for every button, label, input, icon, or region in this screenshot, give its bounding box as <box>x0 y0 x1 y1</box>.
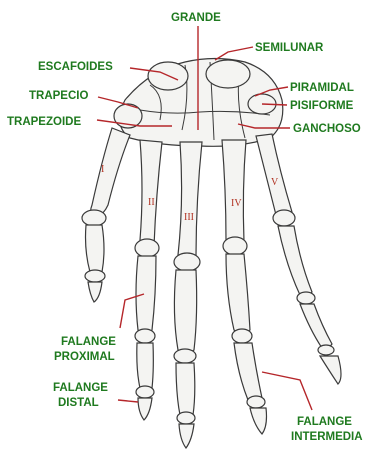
label-trapecio: TRAPECIO <box>29 90 88 102</box>
label-pisiforme: PISIFORME <box>290 100 354 112</box>
little-finger-bones <box>256 134 341 384</box>
numeral-iv: IV <box>231 198 242 209</box>
label-falange-intermedia-line1: FALANGE <box>297 416 352 428</box>
label-falange-distal-line1: FALANGE <box>53 382 108 394</box>
numeral-v: V <box>271 177 279 188</box>
label-semilunar: SEMILUNAR <box>255 42 324 54</box>
leader-falange-distal <box>118 400 138 402</box>
numeral-i: I <box>101 164 104 175</box>
numeral-iii: III <box>184 212 194 223</box>
label-escafoides: ESCAFOIDES <box>38 61 113 73</box>
thumb-bones <box>82 128 130 302</box>
label-falange-distal-line2: DISTAL <box>58 397 99 409</box>
leader-pisiforme <box>262 104 287 105</box>
leader-falange-intermedia <box>262 372 312 410</box>
label-piramidal: PIRAMIDAL <box>290 82 354 94</box>
hand-bones-illustration <box>82 59 341 449</box>
index-finger-bones <box>135 140 162 420</box>
label-falange-intermedia-line2: INTERMEDIA <box>291 431 363 443</box>
label-ganchoso: GANCHOSO <box>293 123 361 135</box>
label-trapezoide: TRAPEZOIDE <box>7 116 81 128</box>
label-falange-proximal-line1: FALANGE <box>61 336 116 348</box>
numeral-ii: II <box>148 197 155 208</box>
label-falange-proximal-line2: PROXIMAL <box>54 351 115 363</box>
ring-finger-bones <box>222 140 267 434</box>
middle-finger-bones <box>174 142 202 448</box>
label-grande: GRANDE <box>171 12 221 24</box>
